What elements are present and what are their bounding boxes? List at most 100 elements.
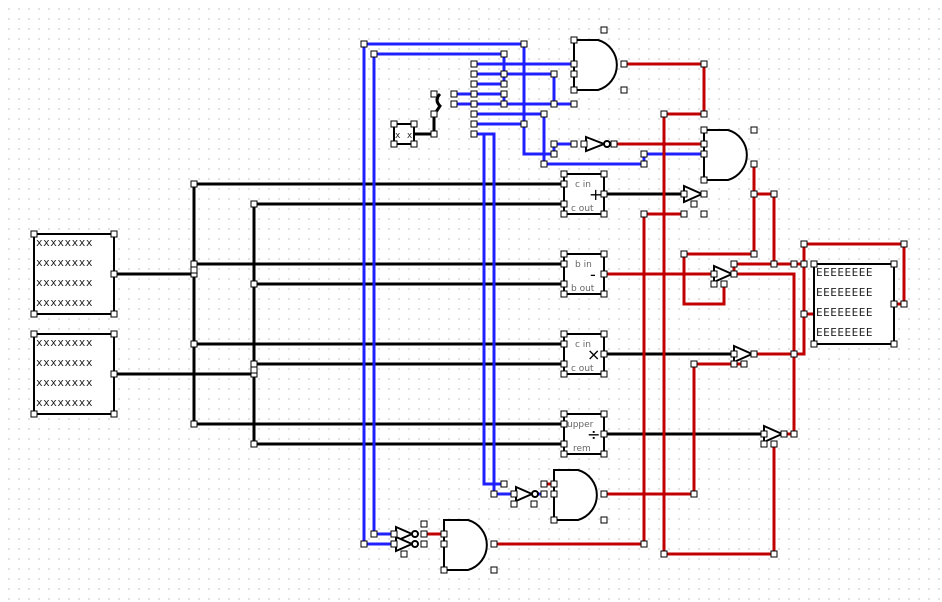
connection-handle[interactable] (390, 540, 398, 548)
connection-handle[interactable] (550, 70, 558, 78)
connection-handle[interactable] (740, 360, 748, 368)
not-gate-bottom-b[interactable] (395, 535, 419, 553)
connection-handle[interactable] (470, 70, 478, 78)
connection-handle[interactable] (710, 270, 718, 278)
connection-handle[interactable] (750, 160, 758, 168)
connection-handle[interactable] (550, 480, 558, 488)
connection-handle[interactable] (900, 240, 908, 248)
output-pins[interactable]: EEEEEEEE EEEEEEEE EEEEEEEE EEEEEEEE (813, 263, 895, 345)
connection-handle[interactable] (560, 360, 568, 368)
connection-handle[interactable] (760, 440, 768, 448)
connection-handle[interactable] (520, 40, 528, 48)
connection-handle[interactable] (30, 410, 38, 418)
connection-handle[interactable] (660, 550, 668, 558)
connection-handle[interactable] (560, 250, 568, 258)
connection-handle[interactable] (750, 350, 758, 358)
divider-block[interactable]: upper ÷ rem (563, 413, 605, 455)
connection-handle[interactable] (550, 150, 558, 158)
const-input-pin[interactable]: x x (393, 123, 415, 145)
connection-handle[interactable] (560, 330, 568, 338)
connection-handle[interactable] (720, 280, 728, 288)
connection-handle[interactable] (600, 430, 608, 438)
connection-handle[interactable] (560, 210, 568, 218)
connection-handle[interactable] (680, 190, 688, 198)
connection-handle[interactable] (110, 230, 118, 238)
connection-handle[interactable] (190, 420, 198, 428)
connection-handle[interactable] (410, 140, 418, 148)
connection-handle[interactable] (770, 550, 778, 558)
connection-handle[interactable] (800, 310, 808, 318)
connection-handle[interactable] (560, 280, 568, 288)
connection-handle[interactable] (560, 410, 568, 418)
connection-handle[interactable] (510, 500, 518, 508)
connection-handle[interactable] (700, 126, 708, 134)
connection-handle[interactable] (250, 440, 258, 448)
connection-handle[interactable] (770, 260, 778, 268)
connection-handle[interactable] (450, 90, 458, 98)
connection-handle[interactable] (640, 150, 648, 158)
connection-handle[interactable] (790, 430, 798, 438)
connection-handle[interactable] (580, 140, 588, 148)
connection-handle[interactable] (470, 100, 478, 108)
connection-handle[interactable] (500, 70, 508, 78)
connection-handle[interactable] (660, 110, 668, 118)
connection-handle[interactable] (690, 200, 698, 208)
connection-handle[interactable] (600, 270, 608, 278)
connection-handle[interactable] (390, 120, 398, 128)
connection-handle[interactable] (560, 340, 568, 348)
connection-handle[interactable] (110, 330, 118, 338)
connection-handle[interactable] (900, 300, 908, 308)
not-gate-lower[interactable] (515, 485, 539, 503)
connection-handle[interactable] (490, 540, 498, 548)
connection-handle[interactable] (420, 520, 428, 528)
connection-handle[interactable] (400, 550, 408, 558)
adder-block[interactable]: c in + c out (563, 173, 605, 215)
connection-handle[interactable] (750, 126, 758, 134)
connection-handle[interactable] (700, 60, 708, 68)
connection-handle[interactable] (190, 260, 198, 268)
connection-handle[interactable] (500, 480, 508, 488)
connection-handle[interactable] (640, 160, 648, 168)
connection-handle[interactable] (370, 50, 378, 58)
connection-handle[interactable] (110, 370, 118, 378)
connection-handle[interactable] (550, 516, 558, 524)
connection-handles[interactable] (30, 26, 908, 574)
connection-handle[interactable] (750, 250, 758, 258)
connection-handle[interactable] (730, 350, 738, 358)
connection-handle[interactable] (600, 250, 608, 258)
connection-handle[interactable] (620, 60, 628, 68)
connection-handle[interactable] (700, 150, 708, 158)
input-b-pins[interactable]: xxxxxxxx xxxxxxxx xxxxxxxx xxxxxxxx (33, 333, 115, 415)
connection-handle[interactable] (470, 90, 478, 98)
connection-handle[interactable] (30, 330, 38, 338)
connection-handle[interactable] (570, 140, 578, 148)
connection-handle[interactable] (680, 250, 688, 258)
connection-handle[interactable] (550, 140, 558, 148)
and-gate-top[interactable] (573, 39, 618, 91)
connection-handle[interactable] (190, 180, 198, 188)
connection-handle[interactable] (250, 280, 258, 288)
connection-handle[interactable] (250, 360, 258, 368)
connection-handle[interactable] (420, 530, 428, 538)
connection-handle[interactable] (110, 270, 118, 278)
connection-handle[interactable] (810, 340, 818, 348)
connection-handle[interactable] (700, 210, 708, 218)
connection-handle[interactable] (730, 360, 738, 368)
connection-handle[interactable] (700, 176, 708, 184)
connection-handle[interactable] (600, 516, 608, 524)
not-gate-top[interactable] (585, 135, 611, 153)
connection-handle[interactable] (360, 40, 368, 48)
connection-handle[interactable] (490, 490, 498, 498)
connection-handle[interactable] (470, 60, 478, 68)
connection-handle[interactable] (560, 370, 568, 378)
connection-handle[interactable] (250, 366, 258, 374)
connection-handle[interactable] (510, 490, 518, 498)
connection-handle[interactable] (600, 290, 608, 298)
connection-handle[interactable] (500, 80, 508, 88)
subtractor-block[interactable]: b in - b out (563, 253, 605, 295)
connection-handle[interactable] (570, 70, 578, 78)
connection-handle[interactable] (600, 210, 608, 218)
connection-handle[interactable] (560, 440, 568, 448)
connection-handle[interactable] (500, 100, 508, 108)
connection-handle[interactable] (390, 530, 398, 538)
